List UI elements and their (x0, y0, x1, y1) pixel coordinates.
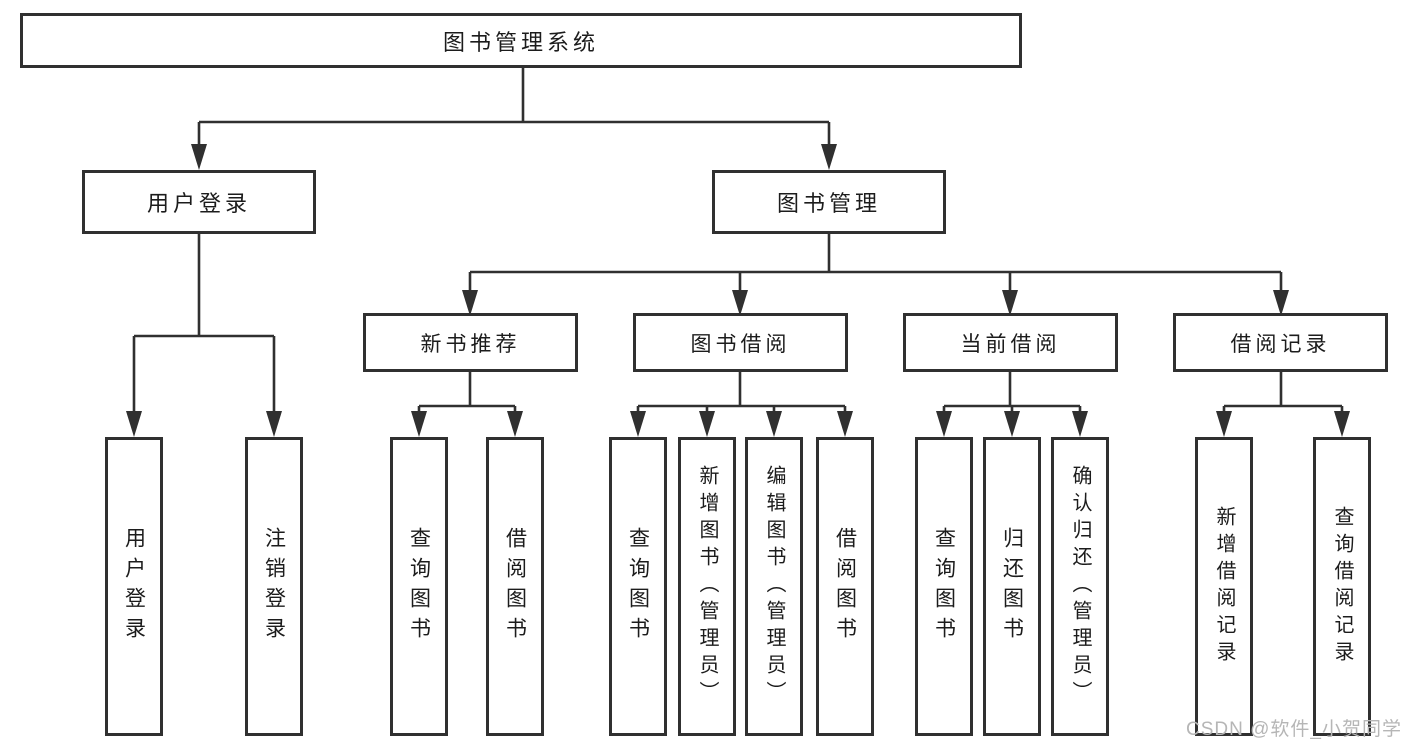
leaf-add-book-admin-label: 新增图书（管理员） (696, 465, 718, 708)
leaf-borrow-book-label: 借阅图书 (833, 526, 857, 647)
leaf-borrow-book-recommend: 借阅图书 (486, 437, 544, 736)
leaf-borrow-book-recommend-label: 借阅图书 (503, 526, 527, 647)
leaf-return-book-label: 归还图书 (1000, 526, 1024, 647)
node-new-book-recommend-label: 新书推荐 (420, 332, 521, 356)
leaf-user-login: 用户登录 (105, 437, 163, 736)
leaf-add-borrow-record-label: 新增借阅记录 (1213, 505, 1235, 668)
leaf-return-book: 归还图书 (983, 437, 1041, 736)
leaf-add-borrow-record: 新增借阅记录 (1195, 437, 1253, 736)
leaf-logout-label: 注销登录 (262, 526, 286, 647)
node-current-borrow-label: 当前借阅 (960, 332, 1061, 356)
leaf-borrow-book: 借阅图书 (816, 437, 874, 736)
node-book-borrow: 图书借阅 (633, 313, 848, 372)
leaf-user-login-label: 用户登录 (122, 526, 146, 647)
node-user-login-label: 用户登录 (146, 191, 251, 216)
node-new-book-recommend: 新书推荐 (363, 313, 578, 372)
csdn-watermark: CSDN @软件_小贺同学 (1186, 719, 1402, 740)
node-current-borrow: 当前借阅 (903, 313, 1118, 372)
node-borrow-record: 借阅记录 (1173, 313, 1388, 372)
leaf-query-book-recommend: 查询图书 (390, 437, 448, 736)
leaf-edit-book-admin-label: 编辑图书（管理员） (763, 465, 785, 708)
node-book-management: 图书管理 (712, 170, 946, 234)
node-book-borrow-label: 图书借阅 (690, 332, 791, 356)
leaf-query-book-current-label: 查询图书 (932, 526, 956, 647)
leaf-logout: 注销登录 (245, 437, 303, 736)
arrowheads (126, 144, 1350, 437)
node-user-login: 用户登录 (82, 170, 316, 234)
leaf-query-book-recommend-label: 查询图书 (407, 526, 431, 647)
leaf-edit-book-admin: 编辑图书（管理员） (745, 437, 803, 736)
leaf-query-book-borrow-label: 查询图书 (626, 526, 650, 647)
node-root: 图书管理系统 (20, 13, 1022, 68)
leaf-query-book-current: 查询图书 (915, 437, 973, 736)
leaf-query-borrow-record: 查询借阅记录 (1313, 437, 1371, 736)
leaf-confirm-return-admin: 确认归还（管理员） (1051, 437, 1109, 736)
node-root-label: 图书管理系统 (442, 29, 599, 55)
leaf-query-borrow-record-label: 查询借阅记录 (1331, 505, 1353, 668)
leaf-confirm-return-admin-label: 确认归还（管理员） (1069, 465, 1091, 708)
node-book-management-label: 图书管理 (776, 191, 881, 216)
leaf-query-book-borrow: 查询图书 (609, 437, 667, 736)
leaf-add-book-admin: 新增图书（管理员） (678, 437, 736, 736)
node-borrow-record-label: 借阅记录 (1230, 332, 1331, 356)
